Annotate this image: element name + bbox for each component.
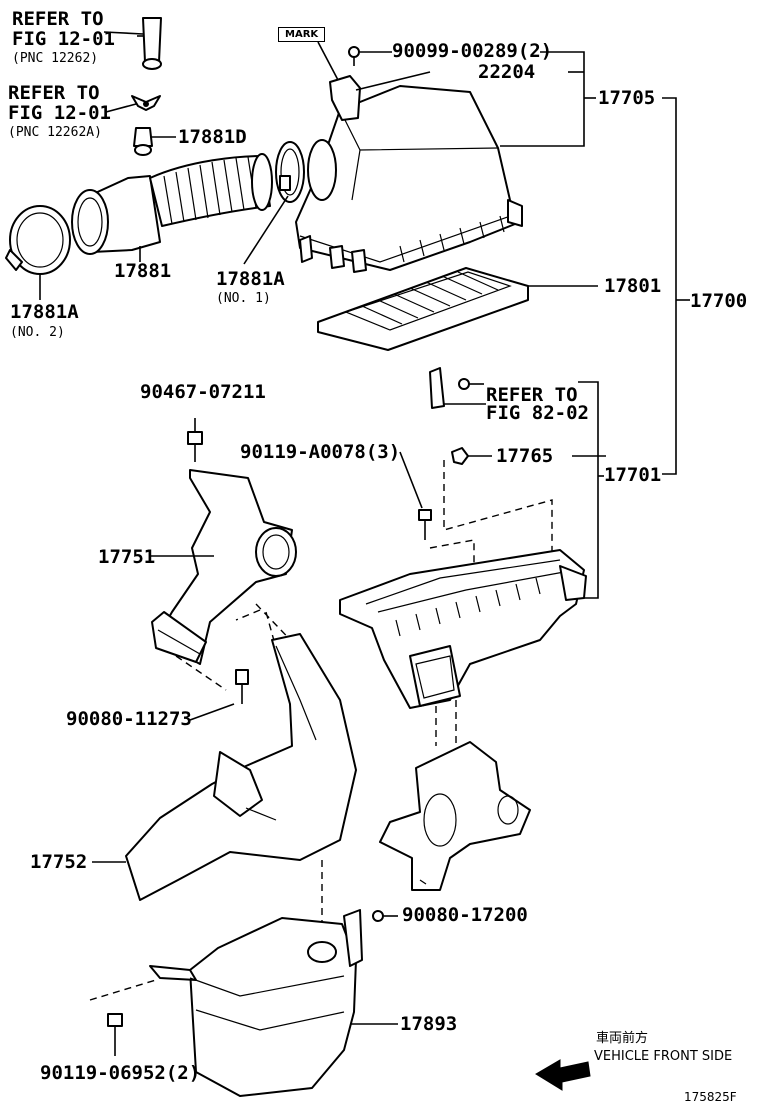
air-cleaner-case-17701 <box>339 460 587 760</box>
vehicle-front-arrow <box>535 1059 591 1091</box>
part-number-17752[interactable]: 17752 <box>30 851 88 873</box>
inlet-duct-17751 <box>150 469 301 691</box>
leader-lines <box>103 31 606 457</box>
part-number-17881D[interactable]: 17881D <box>178 126 247 148</box>
refer-label-a-pnc: (PNC 12262) <box>12 51 99 66</box>
part-number-90080-11273[interactable]: 90080-11273 <box>66 708 192 730</box>
part-number-17893[interactable]: 17893 <box>400 1013 458 1035</box>
screw-90467 <box>187 418 203 462</box>
air-cleaner-cap-17705 <box>295 85 523 273</box>
support-bracket-drawing <box>379 741 531 891</box>
part-number-17881A-no1[interactable]: 17881A <box>216 268 285 290</box>
refer-label-c-fig[interactable]: FIG 82-02 <box>486 402 589 424</box>
part-number-22204[interactable]: 22204 <box>478 61 536 83</box>
part-number-90119-06952[interactable]: 90119-06952(2) <box>40 1062 201 1084</box>
part-note-17881A-no1: (NO. 1) <box>216 291 271 306</box>
vehicle-front-label-jp: 車両前方 <box>596 1031 649 1046</box>
figure-id: 175825F <box>684 1090 737 1104</box>
resonator-tank-17893 <box>89 909 398 1097</box>
hose-clamp-no2 <box>5 205 71 300</box>
screw-90080-17200 <box>372 910 398 922</box>
intake-hose-17881 <box>71 153 273 262</box>
refer-label-b-pnc: (PNC 12262A) <box>8 125 102 140</box>
refer-label-a-title: REFER TO <box>12 8 104 30</box>
part-note-17881A-no2: (NO. 2) <box>10 325 65 340</box>
refer-pipe-drawing <box>137 17 162 70</box>
refer-clip-drawing <box>131 95 161 111</box>
part-number-17751[interactable]: 17751 <box>98 546 156 568</box>
screw-90080-11273 <box>189 669 249 721</box>
part-number-90080-17200[interactable]: 90080-17200 <box>402 904 528 926</box>
resonator-duct-17752 <box>92 633 357 928</box>
part-number-90099-00289[interactable]: 90099-00289(2) <box>392 40 553 62</box>
vehicle-front-label: VEHICLE FRONT SIDE <box>594 1049 733 1064</box>
screw-90099 <box>348 46 392 66</box>
part-number-90119-A0078[interactable]: 90119-A0078(3) <box>240 441 401 463</box>
part-number-90467-07211[interactable]: 90467-07211 <box>140 381 266 403</box>
part-number-17700[interactable]: 17700 <box>690 290 748 312</box>
hose-clamp-no1 <box>243 141 305 265</box>
screw-90119-A0078 <box>399 451 432 540</box>
refer-label-b-fig[interactable]: FIG 12-01 <box>8 102 111 124</box>
filter-element-17801 <box>317 267 598 351</box>
sensor-plug-17881D <box>133 127 176 156</box>
refer-label-c-title: REFER TO <box>486 384 578 406</box>
airflow-meter-22204 <box>317 41 431 121</box>
callout-bracket-17700 <box>662 97 690 475</box>
part-number-17701[interactable]: 17701 <box>604 464 662 486</box>
refer-label-a-fig[interactable]: FIG 12-01 <box>12 28 115 50</box>
part-number-17881A-no2[interactable]: 17881A <box>10 301 79 323</box>
nut-17765 <box>451 447 492 465</box>
part-number-17881[interactable]: 17881 <box>114 260 172 282</box>
callout-bracket-17705 <box>500 51 596 147</box>
mount-bracket-drawing <box>429 367 486 409</box>
part-number-17765[interactable]: 17765 <box>496 445 554 467</box>
mark-label: MARK <box>278 27 326 42</box>
screw-90119-06952 <box>107 1013 123 1056</box>
part-number-17705[interactable]: 17705 <box>598 87 656 109</box>
refer-label-b-title: REFER TO <box>8 82 100 104</box>
part-number-17801[interactable]: 17801 <box>604 275 662 297</box>
